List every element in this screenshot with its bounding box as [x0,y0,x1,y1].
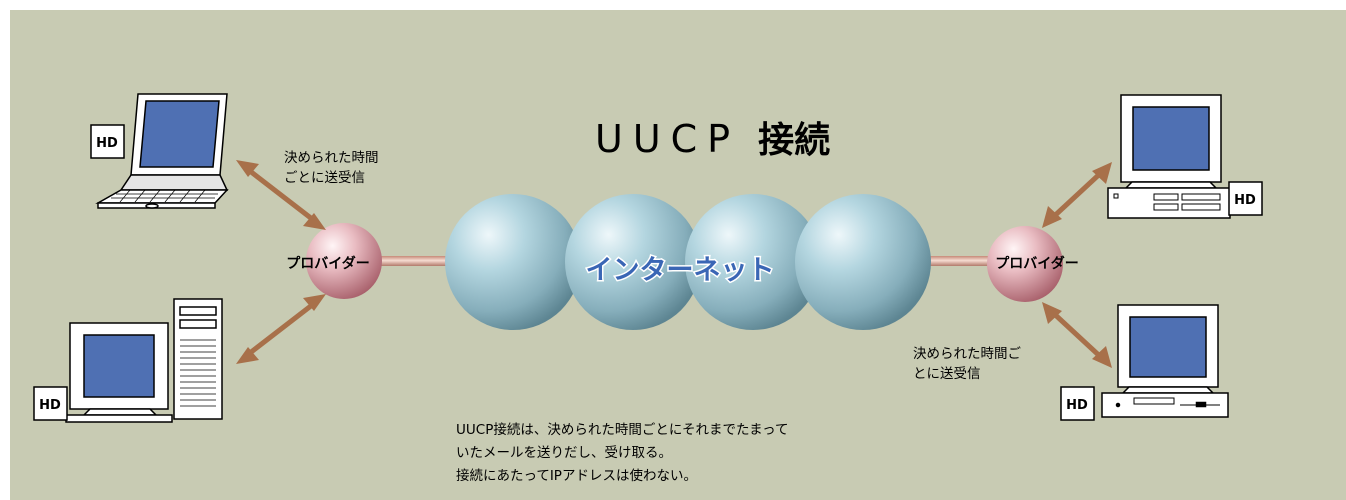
arrow-left-top [236,160,326,230]
internet-label: インターネット [586,255,775,286]
hd-label: HD [1066,398,1088,413]
tower-desktop-computer [65,298,223,423]
hd-badge-desktop-bottom: HD [1060,386,1095,421]
description-line-2: いたメールを送りだし、受け取る。 [456,445,672,461]
left-provider-label: プロバイダー [286,255,369,272]
right-note-line-1: 決められた時間ご [913,346,1021,362]
description-line-3: 接続にあたってIPアドレスは使わない。 [456,467,697,484]
arrow-right-top [1042,162,1112,228]
diagram-title: UUCP 接続 [595,117,830,161]
right-provider-label: プロバイダー [995,255,1078,272]
hd-label: HD [1234,193,1256,208]
left-connector [380,256,462,266]
hd-label: HD [96,136,118,151]
right-connector [920,256,1002,266]
desktop-computer-top [1107,94,1231,219]
right-note-line-2: とに送受信 [913,366,981,382]
sync-arrows [236,160,1112,368]
left-note-line-1: 決められた時間 [284,150,379,166]
hd-badge-tower: HD [33,386,68,421]
laptop-computer [95,93,229,209]
internet-cloud [445,194,931,330]
left-note-line-2: ごとに送受信 [284,170,365,186]
arrow-left-bottom [236,294,326,364]
desktop-computer-bottom [1101,304,1229,418]
uucp-diagram: インターネット プロバイダー プロバイダー UUCP 接続 決められた時間 ごと… [33,93,1263,484]
description-line-1: UUCP接続は、決められた時間ごとにそれまでたまって [456,421,788,438]
title-kanji: 接続 [758,120,830,161]
left-provider-node [306,223,382,299]
right-provider-node [987,226,1063,302]
diagram-canvas: インターネット プロバイダー プロバイダー UUCP 接続 決められた時間 ごと… [10,10,1346,500]
hd-badge-laptop: HD [90,124,125,159]
title-latin: UUCP [595,117,740,161]
arrow-right-bottom [1042,302,1112,368]
hd-label: HD [39,398,61,413]
hd-badge-desktop-top: HD [1228,181,1263,216]
